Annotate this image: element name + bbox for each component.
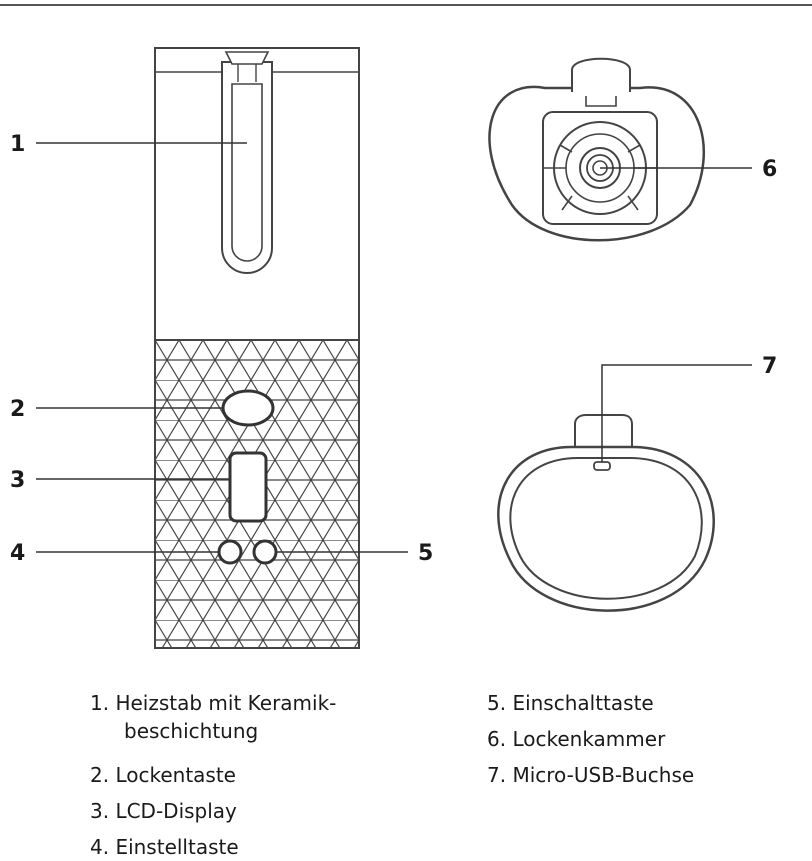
callout-5: 5 [418,541,433,566]
callout-1: 1 [10,132,25,157]
callout-7: 7 [762,354,777,379]
top-view-nub [571,57,631,92]
device-bottom-view [497,414,715,612]
legend-item-4: 4. Einstelltaste [90,835,239,859]
leader-lines [36,142,752,553]
callout-6: 6 [762,157,777,182]
callout-2: 2 [10,397,25,422]
legend-item-1-continued: beschichtung [124,719,259,743]
power-button [252,539,278,565]
device-top-view [488,57,705,242]
device-diagram: 1 2 3 4 5 6 7 [10,47,777,649]
chamber-spoke-4 [627,195,639,211]
grip-border [154,339,360,649]
top-view-nub-inner [585,96,617,107]
device-side-view [154,47,360,649]
legend-item-2: 2. Lockentaste [90,763,236,787]
legend-item-6: 6. Lockenkammer [487,727,666,751]
curl-button [221,389,275,427]
callout-3: 3 [10,468,25,493]
bottom-view-nub [574,414,633,448]
lcd-display [228,451,268,523]
heating-rod-inner [231,83,263,262]
leader-7 [601,364,752,462]
top-rule [0,4,812,6]
legend-item-5: 5. Einschalttaste [487,691,654,715]
legend-item-7: 7. Micro-USB-Buchse [487,763,695,787]
legend-item-1: 1. Heizstab mit Keramik- [90,691,337,715]
bottom-view-inner [509,457,703,600]
chamber-spoke-1 [559,144,573,153]
legend-left: 1. Heizstab mit Keramik- beschichtung 2.… [90,690,450,860]
chamber-spoke-2 [627,144,641,153]
legend-right: 5. Einschalttaste 6. Lockenkammer 7. Mic… [487,690,807,810]
legend-item-3: 3. LCD-Display [90,799,237,823]
callout-4: 4 [10,541,25,566]
adjust-button [217,539,243,565]
micro-usb-port [593,461,611,471]
heating-rod-tip [224,51,270,65]
chamber-spoke-3 [561,195,573,211]
